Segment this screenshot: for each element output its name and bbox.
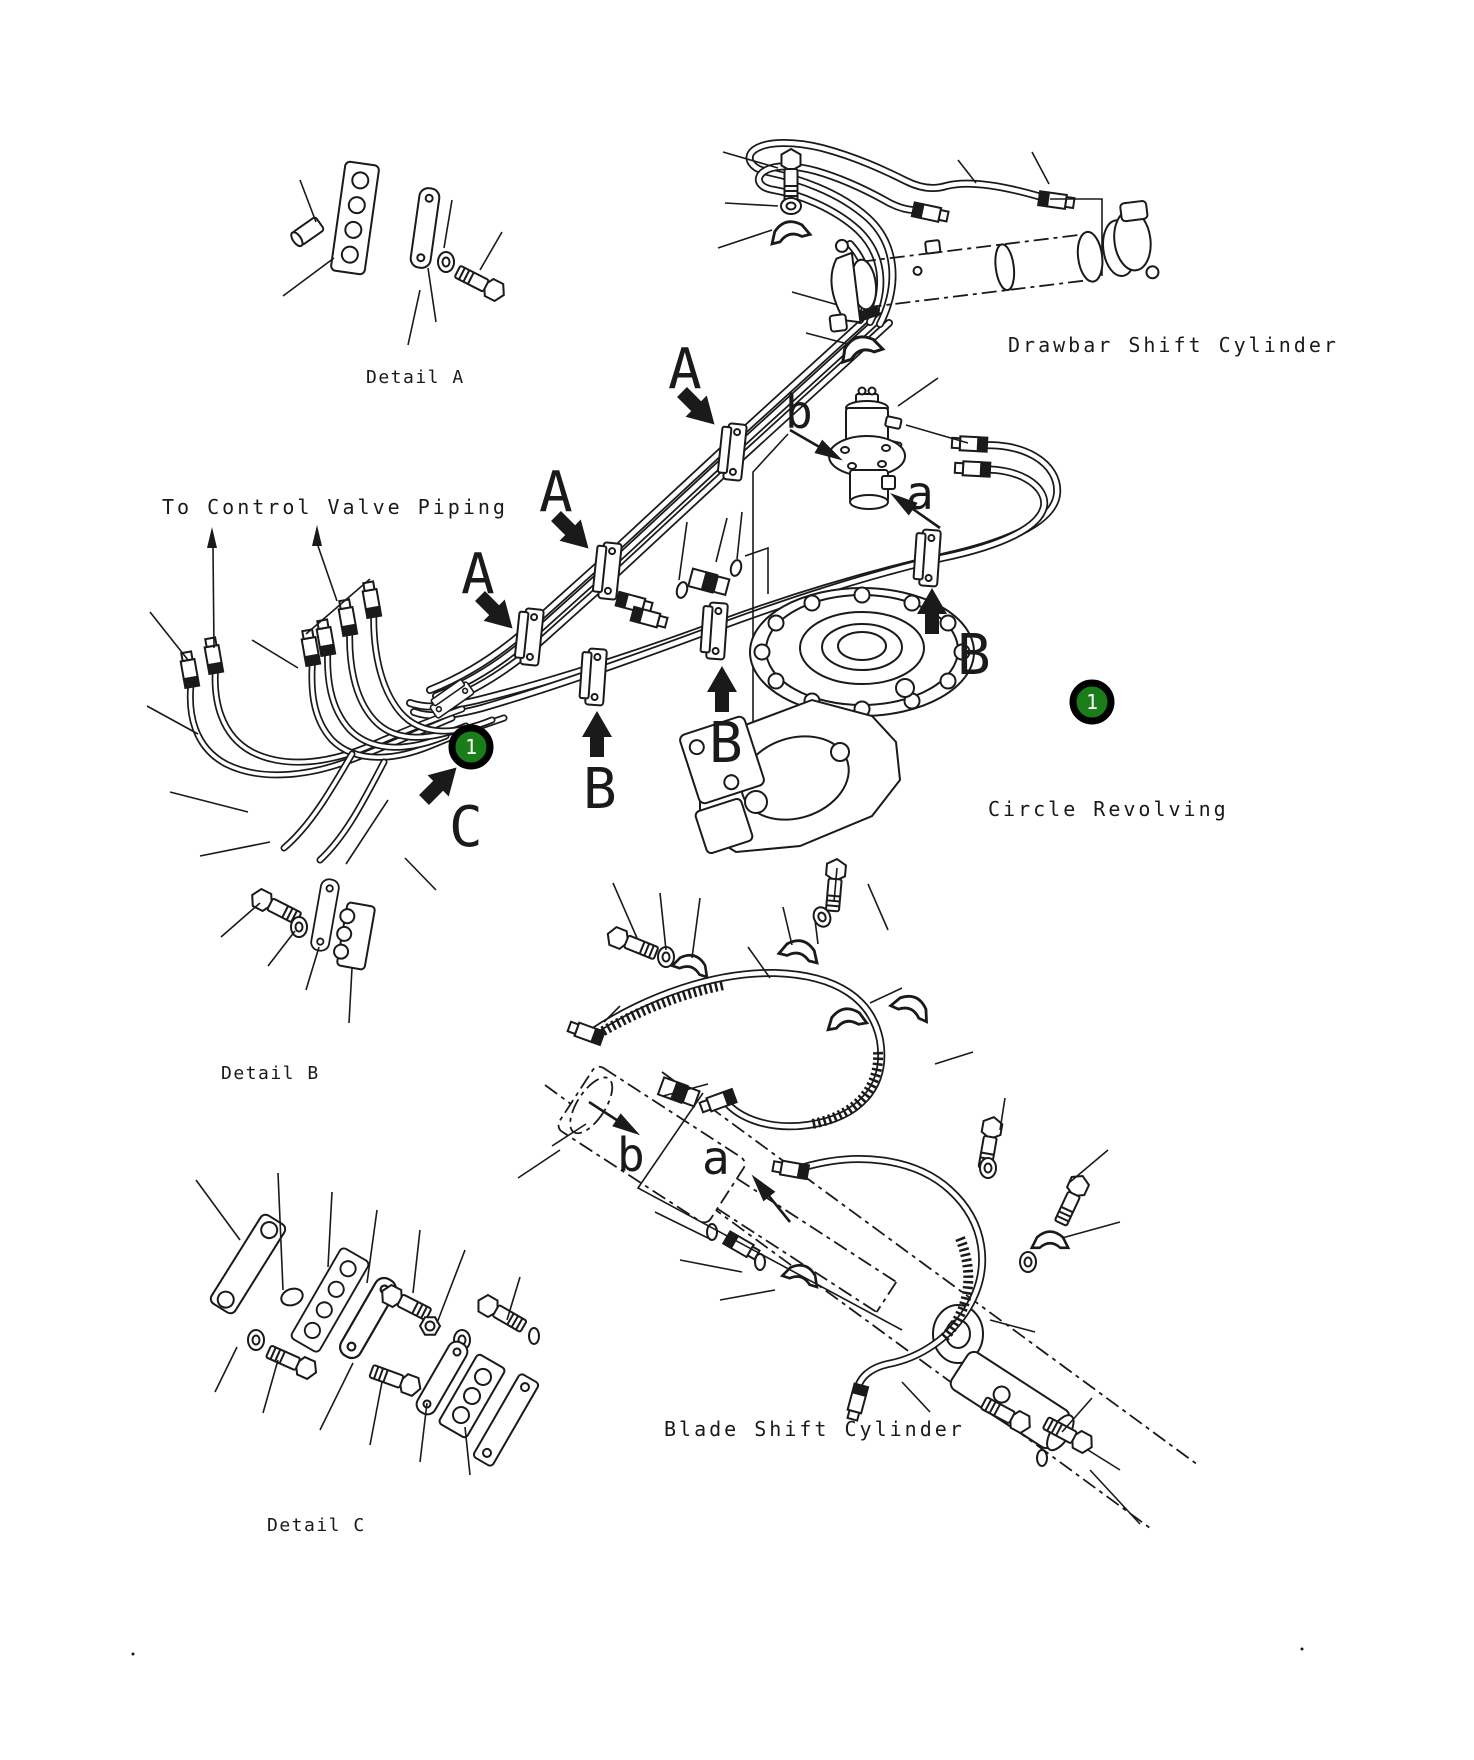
callout-a-2-letter: A bbox=[539, 460, 573, 525]
callout-b-3-arrow-icon bbox=[582, 711, 612, 757]
callout-b-2-arrow-icon bbox=[707, 666, 737, 712]
callout-b-2-letter: B bbox=[709, 711, 743, 776]
callout-a-2: A bbox=[539, 460, 600, 560]
callout-b-valve-letter: b bbox=[785, 385, 813, 439]
callout-b-valve: b bbox=[785, 385, 843, 465]
callout-a-blade-arrow-icon bbox=[748, 1173, 796, 1228]
detail-a-label: Detail A bbox=[366, 367, 465, 388]
to-control-valve-label-group: To Control Valve Piping bbox=[162, 495, 508, 649]
callout-b-1: B bbox=[917, 588, 991, 688]
callout-a-3: A bbox=[461, 542, 524, 640]
callout-b-blade: b bbox=[584, 1095, 645, 1182]
callout-b-3: B bbox=[582, 711, 617, 822]
detail-b-label: Detail B bbox=[221, 1063, 320, 1084]
to-control-valve-label: To Control Valve Piping bbox=[162, 495, 508, 519]
page-marks bbox=[131, 1647, 1304, 1656]
circle-revolving-hose-bundle bbox=[410, 424, 1057, 715]
top-clamp-hardware bbox=[717, 148, 885, 364]
swivel-valve bbox=[752, 377, 939, 843]
drawbar-shift-cylinder-label: Drawbar Shift Cylinder bbox=[1008, 333, 1339, 357]
circle-revolving-gearbox bbox=[679, 586, 975, 855]
callout-a-valve: a bbox=[889, 466, 945, 535]
detail-a-parts bbox=[282, 160, 510, 346]
callout-a-blade-letter: a bbox=[702, 1131, 730, 1185]
circle-revolving-label: Circle Revolving bbox=[988, 797, 1229, 821]
part-badge-right-number: 1 bbox=[1086, 690, 1098, 714]
callout-c-1-letter: C bbox=[449, 795, 483, 860]
callout-b-1-letter: B bbox=[957, 623, 991, 688]
callout-a-blade: a bbox=[702, 1131, 796, 1228]
part-badge-right[interactable]: 1 bbox=[1069, 679, 1115, 725]
callout-b-blade-letter: b bbox=[617, 1128, 645, 1182]
blade-shift-cylinder-label: Blade Shift Cylinder bbox=[664, 1417, 965, 1441]
drawbar-shift-cylinder bbox=[828, 200, 1160, 333]
detail-c-label: Detail C bbox=[267, 1515, 366, 1536]
detail-b-parts bbox=[220, 877, 376, 1024]
part-badge-left[interactable]: 1 bbox=[448, 724, 494, 770]
detail-c-parts bbox=[195, 1172, 540, 1476]
callout-b-3-letter: B bbox=[583, 757, 617, 822]
lower-blade-hose-assembly bbox=[636, 1092, 1121, 1471]
control-valve-hoses bbox=[146, 579, 504, 891]
part-badge-left-number: 1 bbox=[465, 735, 477, 759]
callout-c-1: C bbox=[413, 756, 483, 860]
callout-a-1: A bbox=[668, 337, 726, 436]
upper-blade-hose-assembly bbox=[517, 857, 974, 1179]
callout-b-2: B bbox=[707, 666, 743, 776]
mid-connector-fittings bbox=[613, 511, 769, 632]
